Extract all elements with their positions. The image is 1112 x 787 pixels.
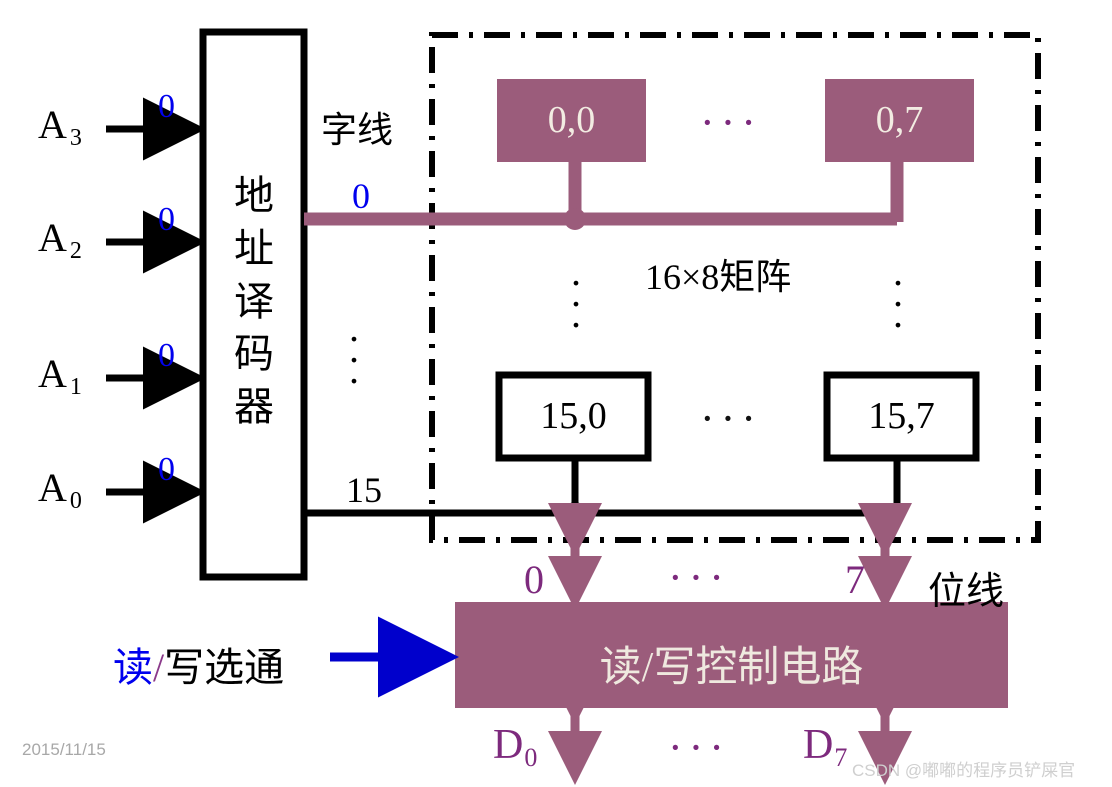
wordline-15-number: 15	[346, 470, 382, 510]
decoder-char-2: 址	[234, 225, 274, 271]
memory-cell-0-0[interactable]	[497, 79, 646, 162]
address-value-a2: 0	[158, 201, 175, 238]
wordline-ellipsis: . . .	[349, 305, 359, 392]
bitline-label-0: 0	[524, 557, 544, 602]
address-value-a3: 0	[158, 88, 175, 125]
wordline-15-junction-dot	[564, 502, 586, 524]
data-pin-arrows	[548, 671, 912, 785]
date-stamp: 2015/11/15	[22, 740, 106, 759]
memory-cell-label-15-0: 15,0	[540, 395, 607, 437]
strobe-slash: /	[153, 645, 165, 690]
decoder-char-5: 器	[234, 384, 274, 430]
bitline-ellipsis: ···	[668, 553, 730, 602]
watermark: CSDN @嘟嘟的程序员铲屎官	[852, 761, 1076, 780]
memory-cell-label-0-0: 0,0	[547, 99, 596, 141]
read-write-strobe-label: 读/写选通	[113, 635, 284, 693]
memory-cell-15-7[interactable]	[823, 371, 980, 462]
memory-cell-15-0[interactable]	[495, 371, 652, 462]
strobe-read-text: 读	[113, 645, 153, 690]
address-value-a1: 0	[158, 337, 175, 374]
data-pin-ellipsis: ···	[668, 723, 730, 772]
wordline-group-label: 字线	[321, 110, 394, 150]
matrix-column7-ellipsis: . . .	[893, 249, 903, 336]
bitline-label-7: 7	[845, 557, 865, 602]
address-value-a0: 0	[158, 451, 175, 488]
wordline-0-active	[304, 160, 904, 230]
address-decoder-label: 地 址 译 码 器	[224, 170, 284, 434]
data-pin-label-d0: D0	[493, 722, 538, 772]
read-write-control-label: 读/写控制电路	[599, 645, 864, 691]
memory-cell-label-0-7: 0,7	[875, 99, 924, 141]
wordline-0-number: 0	[352, 176, 370, 216]
address-input-arrows	[106, 97, 206, 524]
read-write-control-box[interactable]	[455, 602, 1008, 708]
address-decoder-box	[199, 28, 308, 581]
decoder-char-3: 译	[234, 278, 274, 324]
bitline-group-label: 位线	[928, 571, 1005, 613]
bitline-arrows	[548, 503, 912, 610]
data-pin-label-d7: D7	[803, 722, 848, 772]
decoder-char-4: 码	[234, 331, 274, 377]
memory-matrix-boundary	[429, 32, 1041, 543]
memory-cell-0-7[interactable]	[825, 79, 974, 162]
matrix-row0-ellipsis: ···	[700, 98, 762, 147]
memory-cell-label-15-7: 15,7	[868, 395, 935, 437]
matrix-title: 16×8矩阵	[645, 257, 792, 297]
wordline-0-junction-dot	[564, 208, 586, 230]
decoder-char-1: 地	[234, 173, 274, 218]
strobe-write-text: 写选通	[164, 645, 285, 690]
matrix-column0-ellipsis: . . .	[571, 249, 581, 336]
matrix-row15-ellipsis: ···	[700, 394, 762, 443]
